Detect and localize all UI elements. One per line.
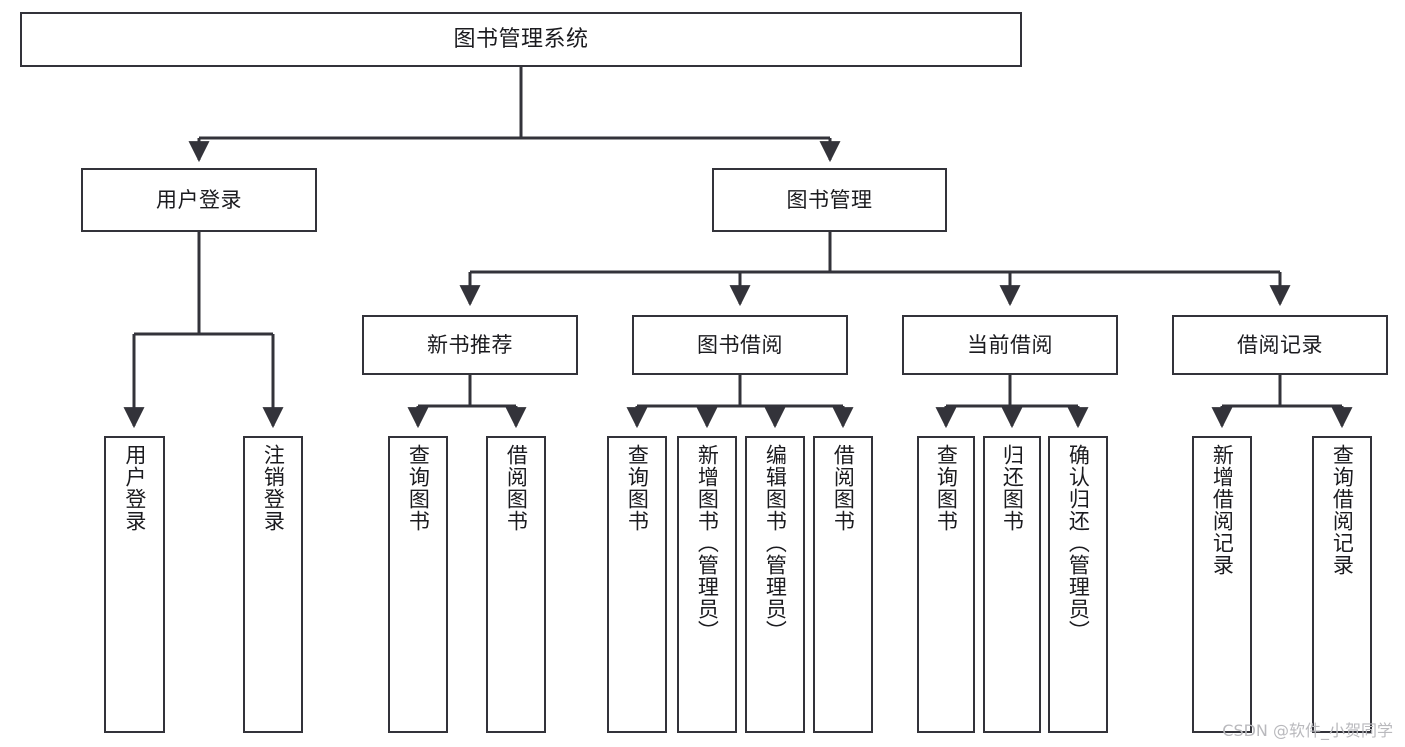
node-current-borrow[interactable]: 当前借阅: [902, 315, 1118, 375]
leaf-borrow-books-newbook[interactable]: 借阅图书: [486, 436, 546, 733]
edges-bookmgmt-to-level3: [459, 232, 1291, 307]
node-label: 借阅图书: [831, 444, 856, 532]
node-label: 注销登录: [261, 444, 286, 532]
edges-bookborrow-to-leaves: [626, 375, 854, 429]
leaf-query-books-current[interactable]: 查询图书: [917, 436, 975, 733]
node-label: 查询借阅记录: [1330, 444, 1355, 576]
node-label: 新书推荐: [427, 332, 513, 357]
node-label: 编辑图书（管理员）: [763, 444, 788, 642]
node-user-login[interactable]: 用户登录: [81, 168, 317, 232]
node-label: 借阅记录: [1237, 332, 1323, 357]
node-label: 用户登录: [122, 444, 147, 532]
node-label: 图书管理系统: [453, 26, 589, 52]
node-label: 确认归还（管理员）: [1066, 444, 1091, 642]
node-label: 当前借阅: [967, 332, 1053, 357]
node-label: 借阅图书: [504, 444, 529, 532]
edges-userlogin-to-leaves: [123, 232, 284, 429]
edges-root-to-level2: [188, 67, 841, 163]
leaf-add-book-admin[interactable]: 新增图书（管理员）: [677, 436, 737, 733]
node-book-management[interactable]: 图书管理: [712, 168, 947, 232]
leaf-edit-book-admin[interactable]: 编辑图书（管理员）: [745, 436, 805, 733]
node-label: 查询图书: [934, 444, 959, 532]
node-label: 新增借阅记录: [1210, 444, 1235, 576]
leaf-query-books-borrow[interactable]: 查询图书: [607, 436, 667, 733]
leaf-logout[interactable]: 注销登录: [243, 436, 303, 733]
leaf-return-books[interactable]: 归还图书: [983, 436, 1041, 733]
node-root-book-management-system[interactable]: 图书管理系统: [20, 12, 1022, 67]
leaf-query-borrow-record[interactable]: 查询借阅记录: [1312, 436, 1372, 733]
edges-currentborrow-to-leaves: [935, 375, 1089, 429]
node-label: 图书借阅: [697, 332, 783, 357]
node-new-book-recommend[interactable]: 新书推荐: [362, 315, 578, 375]
node-label: 图书管理: [786, 187, 873, 212]
leaf-user-login[interactable]: 用户登录: [104, 436, 165, 733]
node-book-borrow[interactable]: 图书借阅: [632, 315, 848, 375]
edges-newbook-to-leaves: [407, 375, 527, 429]
leaf-confirm-return-admin[interactable]: 确认归还（管理员）: [1048, 436, 1108, 733]
node-label: 查询图书: [406, 444, 431, 532]
leaf-query-books-newbook[interactable]: 查询图书: [388, 436, 448, 733]
leaf-borrow-books[interactable]: 借阅图书: [813, 436, 873, 733]
node-label: 用户登录: [156, 187, 242, 212]
node-label: 查询图书: [625, 444, 650, 532]
node-borrow-record[interactable]: 借阅记录: [1172, 315, 1388, 375]
node-label: 新增图书（管理员）: [695, 444, 720, 642]
node-label: 归还图书: [1000, 444, 1025, 532]
edges-borrowrecord-to-leaves: [1211, 375, 1353, 429]
watermark-text: CSDN @软件_小贺同学: [1222, 721, 1393, 740]
leaf-add-borrow-record[interactable]: 新增借阅记录: [1192, 436, 1252, 733]
